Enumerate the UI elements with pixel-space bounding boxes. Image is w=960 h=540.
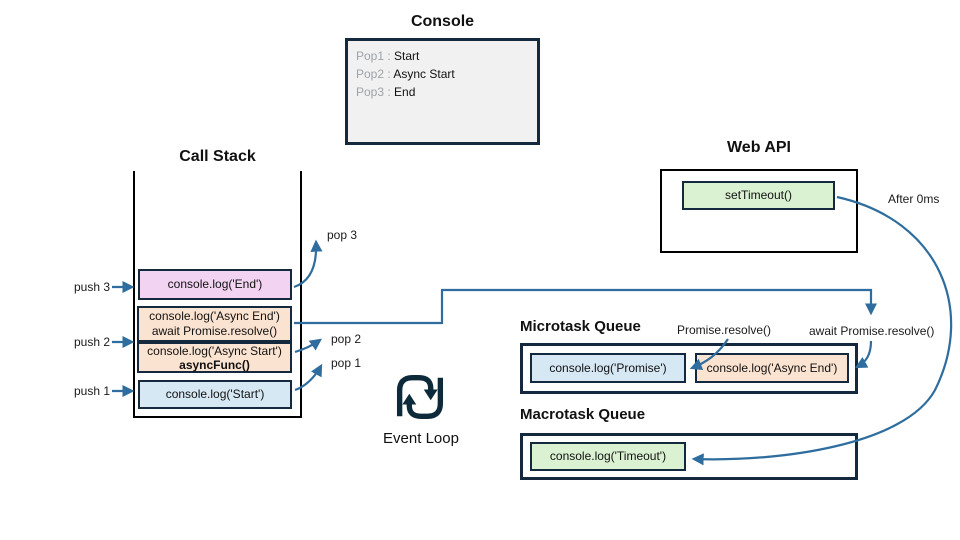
pop-2-label: pop 2	[331, 332, 362, 346]
console-line-2: Pop2 : Async Start	[356, 65, 529, 83]
stack-frame-async-end-line1: console.log('Async End')	[149, 309, 280, 323]
microtask-item-promise: console.log('Promise')	[530, 353, 686, 383]
pop-1-label: pop 1	[331, 356, 362, 370]
console-line-3-value: End	[394, 85, 416, 99]
pop-3-label: pop 3	[327, 228, 358, 242]
console-line-1: Pop1 : Start	[356, 47, 529, 65]
stack-frame-end: console.log('End')	[138, 269, 292, 300]
call-stack-title: Call Stack	[179, 148, 256, 165]
await-promise-resolve-annotation: await Promise.resolve()	[809, 324, 935, 338]
microtask-item-promise-text: console.log('Promise')	[549, 360, 667, 375]
console-line-3-label: Pop3 :	[356, 85, 391, 99]
macrotask-queue-title: Macrotask Queue	[520, 406, 646, 423]
stack-frame-async-start-line2: asyncFunc()	[179, 357, 250, 372]
stack-frame-start-text: console.log('Start')	[165, 387, 265, 401]
console-output-box: Pop1 : Start Pop2 : Async Start Pop3 : E…	[345, 38, 540, 145]
macrotask-item-timeout-text: console.log('Timeout')	[549, 449, 667, 463]
stack-frame-async-end-line2: await Promise.resolve()	[151, 324, 278, 338]
await-to-microtask-arrow	[854, 340, 873, 369]
console-line-1-label: Pop1 :	[356, 49, 391, 63]
stack-frame-start: console.log('Start')	[138, 380, 292, 409]
push-3-label: push 3	[73, 280, 110, 294]
push-2-label: push 2	[73, 335, 110, 349]
event-loop-icon	[396, 375, 444, 419]
console-line-2-label: Pop2 :	[356, 67, 391, 81]
settimeout-task-text: setTimeout()	[725, 188, 792, 202]
console-title: Console	[410, 13, 475, 30]
console-line-1-value: Start	[394, 49, 420, 63]
console-line-2-value: Async Start	[393, 67, 455, 81]
microtask-item-async-end-text: console.log('Async End')	[706, 360, 838, 375]
stack-frame-async-end: console.log('Async End') await Promise.r…	[137, 306, 292, 342]
after-0ms-annotation: After 0ms	[888, 192, 940, 206]
microtask-item-async-end: console.log('Async End')	[695, 353, 849, 383]
microtask-queue-title: Microtask Queue	[520, 318, 641, 335]
promise-resolve-annotation: Promise.resolve()	[677, 323, 772, 337]
stack-frame-async-start: console.log('Async Start') asyncFunc()	[137, 342, 292, 373]
stack-frame-end-text: console.log('End')	[167, 277, 263, 291]
macrotask-item-timeout: console.log('Timeout')	[530, 442, 686, 471]
settimeout-task: setTimeout()	[682, 181, 835, 210]
stack-frame-async-start-line1: console.log('Async Start')	[147, 343, 282, 358]
web-api-title: Web API	[726, 139, 791, 156]
event-loop-label: Event Loop	[383, 430, 459, 447]
console-line-3: Pop3 : End	[356, 83, 529, 101]
push-1-label: push 1	[73, 384, 110, 398]
